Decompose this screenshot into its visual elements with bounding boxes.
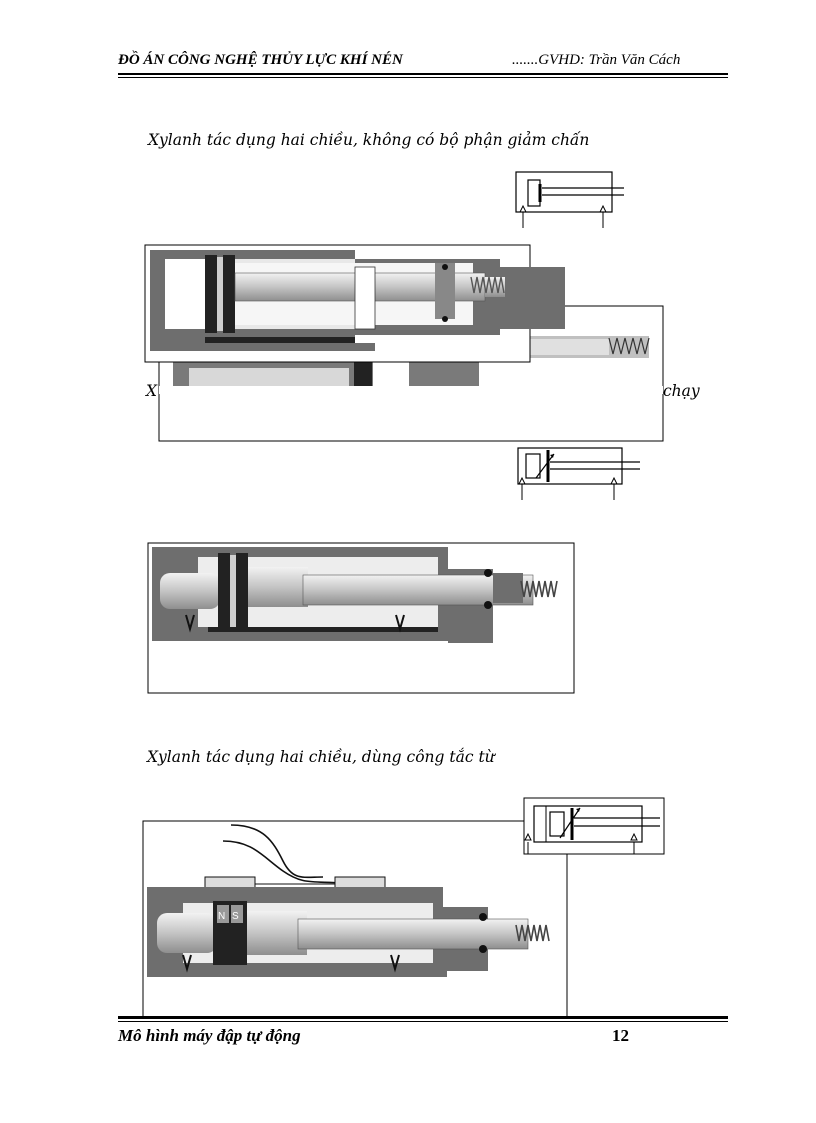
footer-rule-thin bbox=[118, 1021, 728, 1022]
page-number: 12 bbox=[612, 1026, 629, 1045]
header-rule-thin bbox=[118, 77, 728, 78]
header-title: ĐỒ ÁN CÔNG NGHỆ THỦY LỰC KHÍ NÉN bbox=[118, 52, 403, 68]
magnet-north-label: N bbox=[218, 911, 225, 922]
caption-double-acting-no-cushion: Xylanh tác dụng hai chiều, không có bộ p… bbox=[148, 131, 590, 149]
caption-partial-right: chạy bbox=[663, 382, 700, 400]
cylinder-symbol-no-cushion bbox=[515, 171, 624, 228]
cylinder-symbol-adjustable-cushion bbox=[517, 447, 640, 500]
footer-rule bbox=[118, 1016, 728, 1019]
header-rule bbox=[118, 73, 728, 75]
cylinder-cutaway-no-cushion bbox=[144, 244, 565, 363]
cylinder-cutaway-magnetic-switch: N S bbox=[142, 820, 568, 1018]
cylinder-symbol-magnetic bbox=[523, 797, 665, 855]
header-instructor: .......GVHD: Trần Văn Cách bbox=[512, 52, 681, 68]
footer-title: Mô hình máy đập tự động bbox=[118, 1026, 301, 1045]
cylinder-cutaway-with-cushion bbox=[147, 542, 575, 694]
caption-double-acting-reed-switch: Xylanh tác dụng hai chiều, dùng công tắc… bbox=[147, 748, 495, 766]
magnet-south-label: S bbox=[232, 911, 239, 922]
caption-partial-left: X bbox=[146, 382, 158, 400]
